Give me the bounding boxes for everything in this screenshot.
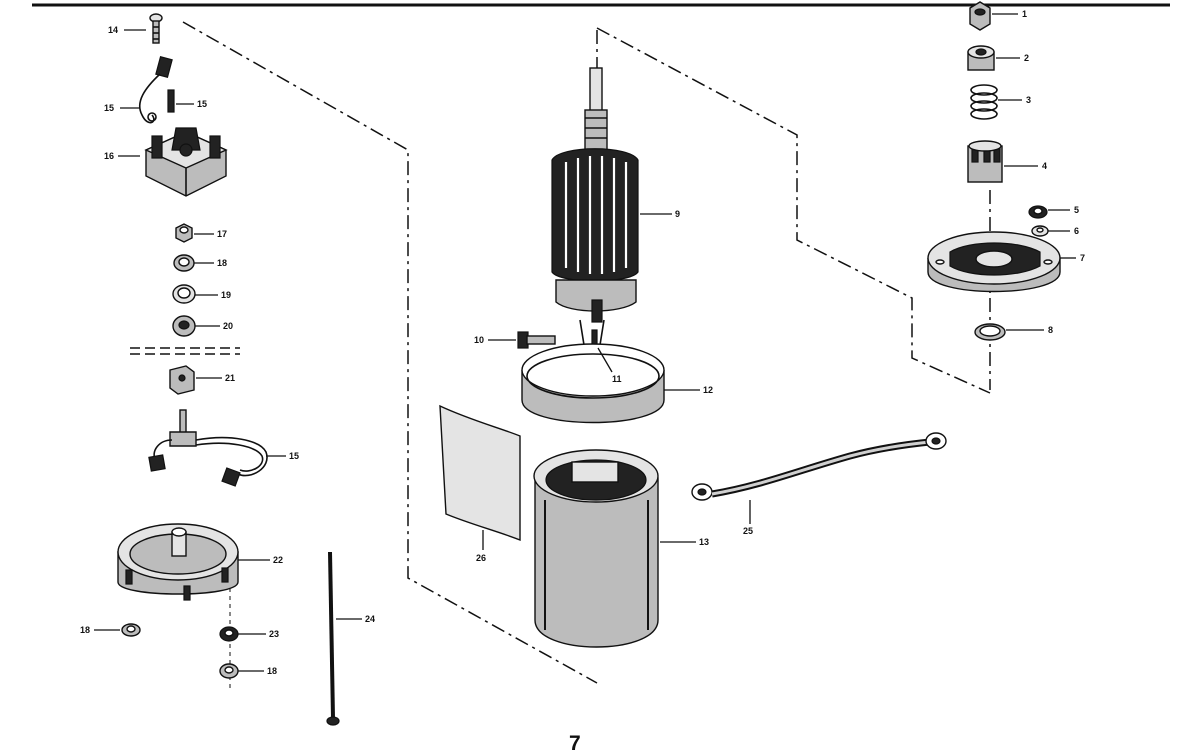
callout-6: 6 xyxy=(1074,226,1079,236)
part-15-brush-lead-lower xyxy=(148,409,268,487)
callout-18-bottom: 18 xyxy=(267,666,277,676)
part-18-washer-upper xyxy=(173,254,195,272)
part-2-collar xyxy=(967,45,995,71)
callout-18-left: 18 xyxy=(80,625,90,635)
part-1-nut xyxy=(969,1,991,31)
callout-23: 23 xyxy=(269,629,279,639)
callout-9: 9 xyxy=(675,209,680,219)
part-23-washer xyxy=(219,626,239,642)
callout-10: 10 xyxy=(474,335,484,345)
callout-16: 16 xyxy=(104,151,114,161)
part-3-spring xyxy=(970,84,998,120)
part-19-washer xyxy=(172,284,196,304)
part-20-insulator xyxy=(172,315,196,337)
page-number: 7 xyxy=(569,732,581,753)
callout-21: 21 xyxy=(225,373,235,383)
part-25-cable xyxy=(691,432,947,501)
part-9-armature xyxy=(551,67,639,323)
callout-numbers: 14 15 15 16 17 18 19 20 21 15 22 18 23 1… xyxy=(80,9,1085,676)
part-21-terminal-block xyxy=(169,365,195,395)
part-22-end-cap xyxy=(117,523,239,601)
callout-5: 5 xyxy=(1074,205,1079,215)
part-24-through-bolt xyxy=(326,551,340,726)
callout-22: 22 xyxy=(273,555,283,565)
callout-4: 4 xyxy=(1042,161,1047,171)
part-18-washer-left xyxy=(121,623,141,637)
callout-24: 24 xyxy=(365,614,375,624)
callout-20: 20 xyxy=(223,321,233,331)
callout-25: 25 xyxy=(743,526,753,536)
callout-15-upper-left: 15 xyxy=(104,103,114,113)
part-8-o-ring xyxy=(974,323,1006,341)
callout-2: 2 xyxy=(1024,53,1029,63)
part-10-screw xyxy=(517,331,556,349)
part-17-nut xyxy=(175,223,193,243)
callout-3: 3 xyxy=(1026,95,1031,105)
callout-19: 19 xyxy=(221,290,231,300)
callout-15-upper-right: 15 xyxy=(197,99,207,109)
callout-26: 26 xyxy=(476,553,486,563)
part-6-washer xyxy=(1031,225,1049,237)
part-4-drive-pinion xyxy=(967,140,1003,183)
part-5-washer xyxy=(1028,205,1048,219)
part-18-washer-bottom xyxy=(219,663,239,679)
callout-7: 7 xyxy=(1080,253,1085,263)
part-14-screw xyxy=(149,13,163,44)
callout-14: 14 xyxy=(108,25,118,35)
callout-18-upper: 18 xyxy=(217,258,227,268)
callout-15-lower: 15 xyxy=(289,451,299,461)
callout-8: 8 xyxy=(1048,325,1053,335)
part-7-end-plate xyxy=(927,231,1061,293)
callout-11: 11 xyxy=(612,374,622,384)
callout-13: 13 xyxy=(699,537,709,547)
part-15-brush-lead-upper xyxy=(138,56,175,124)
callout-12: 12 xyxy=(703,385,713,395)
callout-17: 17 xyxy=(217,229,227,239)
leader-lines xyxy=(94,13,1076,672)
callout-1: 1 xyxy=(1022,9,1027,19)
part-16-brush-holder xyxy=(144,127,228,197)
part-12-cover-band xyxy=(521,343,665,424)
part-26-insulator-sheet xyxy=(439,404,521,542)
part-13-field-frame xyxy=(533,449,659,648)
